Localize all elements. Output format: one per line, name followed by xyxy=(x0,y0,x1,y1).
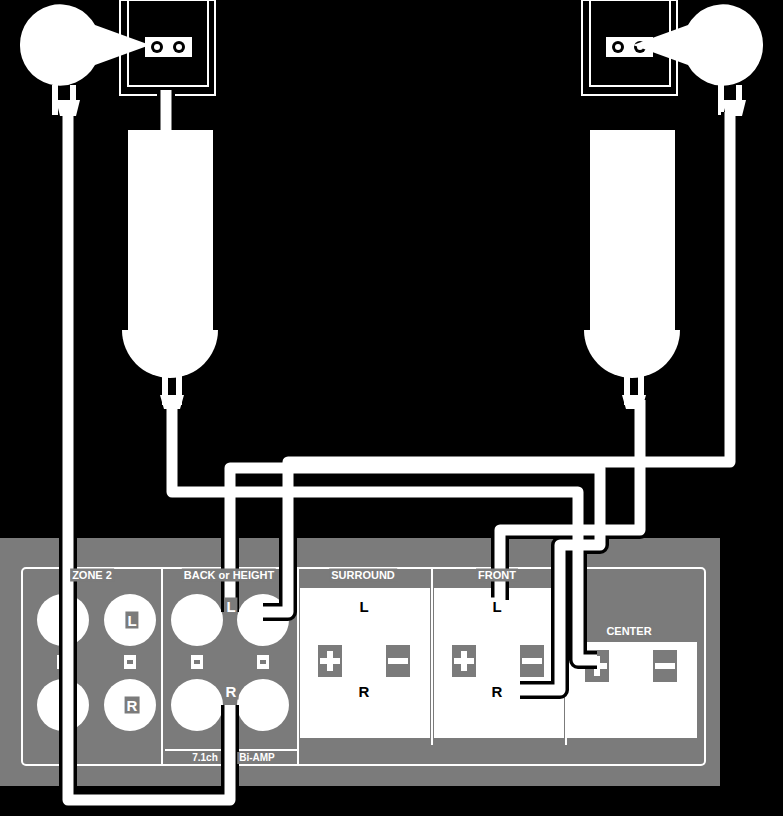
speaker-wire xyxy=(68,90,730,800)
group-heading: CENTER xyxy=(604,625,653,638)
mode-label: 7.1ch xyxy=(190,752,220,764)
terminal-group: BACK or HEIGHT L R xyxy=(163,568,298,750)
terminal-group: SURROUND L R xyxy=(299,568,432,745)
channel-label: L xyxy=(224,598,237,615)
back-speakers xyxy=(122,130,680,405)
channel-label: R xyxy=(224,683,239,700)
zone2-speaker-right xyxy=(582,0,763,115)
terminal-outline xyxy=(22,568,705,765)
channel-label: L xyxy=(490,598,503,615)
receiver-panel xyxy=(0,538,720,786)
mode-label: Bi-AMP xyxy=(237,752,277,764)
spring-terminals xyxy=(300,588,697,738)
terminal-group: ZONE 2 L R xyxy=(22,568,162,765)
group-heading: SURROUND xyxy=(329,569,397,582)
group-heading: ZONE 2 xyxy=(70,569,114,582)
channel-label: L xyxy=(357,598,370,615)
zone2-speaker-left xyxy=(20,0,215,115)
terminal-group: FRONT L R xyxy=(433,568,566,745)
terminal-group: CENTER xyxy=(567,620,697,745)
channel-label: L xyxy=(125,612,138,629)
channel-label: R xyxy=(490,683,505,700)
group-heading: FRONT xyxy=(476,569,518,582)
channel-label: R xyxy=(357,683,372,700)
channel-label: R xyxy=(125,697,140,714)
group-heading: BACK or HEIGHT xyxy=(182,569,276,582)
